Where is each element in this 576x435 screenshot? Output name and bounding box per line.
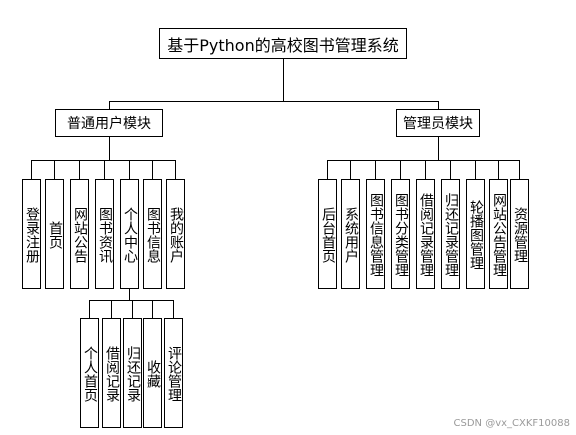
user-child-node: 图书资讯 xyxy=(95,179,114,289)
user-child-node: 网站公告 xyxy=(70,179,89,289)
user-child-label: 登录注册 xyxy=(24,206,40,263)
user-child-node: 个人中心 xyxy=(120,179,139,289)
admin-module-node: 管理员模块 xyxy=(396,109,480,137)
admin-child-node: 后台首页 xyxy=(318,179,337,289)
admin-child-label: 图书信息管理 xyxy=(368,192,384,277)
admin-child-label: 资源管理 xyxy=(512,206,528,263)
admin-child-node: 系统用户 xyxy=(341,179,360,289)
admin-child-node: 网站公告管理 xyxy=(489,179,508,289)
admin-child-label: 借阅记录管理 xyxy=(418,192,434,277)
connector xyxy=(152,160,153,180)
personal-center-child-node: 归还记录 xyxy=(123,318,142,428)
connector xyxy=(152,300,153,319)
connector xyxy=(173,300,174,319)
admin-child-node: 图书分类管理 xyxy=(391,179,410,289)
admin-child-node: 图书信息管理 xyxy=(366,179,385,289)
personal-center-child-label: 归还记录 xyxy=(125,345,141,402)
user-child-label: 首页 xyxy=(47,220,63,249)
user-child-node: 我的账户 xyxy=(166,179,185,289)
personal-center-child-node: 收藏 xyxy=(143,318,162,428)
connector xyxy=(327,160,520,161)
user-child-label: 我的账户 xyxy=(168,206,184,263)
personal-center-child-node: 个人首页 xyxy=(80,318,99,428)
connector xyxy=(129,160,130,180)
connector xyxy=(54,160,55,180)
admin-child-label: 图书分类管理 xyxy=(393,192,409,277)
connector xyxy=(132,300,133,319)
connector xyxy=(498,160,499,180)
connector xyxy=(111,300,112,319)
admin-child-node: 归还记录管理 xyxy=(441,179,460,289)
user-child-label: 网站公告 xyxy=(72,206,88,263)
admin-child-label: 轮播图管理 xyxy=(468,199,484,270)
user-module-node: 普通用户模块 xyxy=(55,109,163,137)
connector xyxy=(400,160,401,180)
connector xyxy=(425,160,426,180)
connector xyxy=(109,101,110,110)
connector xyxy=(89,300,90,319)
connector xyxy=(31,160,32,180)
connector xyxy=(283,58,284,102)
personal-center-child-label: 评论管理 xyxy=(166,345,182,402)
admin-child-node: 资源管理 xyxy=(510,179,529,289)
user-child-label: 个人中心 xyxy=(122,206,138,263)
root-label: 基于Python的高校图书管理系统 xyxy=(167,35,399,55)
connector xyxy=(375,160,376,180)
user-child-node: 首页 xyxy=(45,179,64,289)
user-module-label: 普通用户模块 xyxy=(67,116,151,132)
personal-center-child-label: 个人首页 xyxy=(82,345,98,402)
connector xyxy=(438,136,439,161)
admin-child-label: 归还记录管理 xyxy=(443,192,459,277)
admin-module-label: 管理员模块 xyxy=(403,116,473,132)
user-child-node: 登录注册 xyxy=(22,179,41,289)
connector xyxy=(450,160,451,180)
connector xyxy=(79,160,80,180)
connector xyxy=(438,101,439,110)
connector xyxy=(175,160,176,180)
connector xyxy=(31,160,176,161)
connector xyxy=(519,160,520,180)
admin-child-label: 网站公告管理 xyxy=(491,192,507,277)
user-child-node: 图书信息 xyxy=(143,179,162,289)
personal-center-child-label: 收藏 xyxy=(145,359,161,388)
admin-child-node: 借阅记录管理 xyxy=(416,179,435,289)
personal-center-child-node: 借阅记录 xyxy=(102,318,121,428)
connector xyxy=(475,160,476,180)
watermark: CSDN @vx_CXKF10088 xyxy=(453,418,570,429)
connector xyxy=(350,160,351,180)
root-node: 基于Python的高校图书管理系统 xyxy=(159,28,407,59)
connector xyxy=(104,160,105,180)
connector xyxy=(89,300,174,301)
connector xyxy=(109,101,439,102)
connector xyxy=(109,136,110,161)
admin-child-label: 后台首页 xyxy=(320,206,336,263)
admin-child-label: 系统用户 xyxy=(343,206,359,263)
connector xyxy=(129,289,130,301)
user-child-label: 图书信息 xyxy=(145,206,161,263)
personal-center-child-node: 评论管理 xyxy=(164,318,183,428)
admin-child-node: 轮播图管理 xyxy=(466,179,485,289)
personal-center-child-label: 借阅记录 xyxy=(104,345,120,402)
connector xyxy=(327,160,328,180)
user-child-label: 图书资讯 xyxy=(97,206,113,263)
